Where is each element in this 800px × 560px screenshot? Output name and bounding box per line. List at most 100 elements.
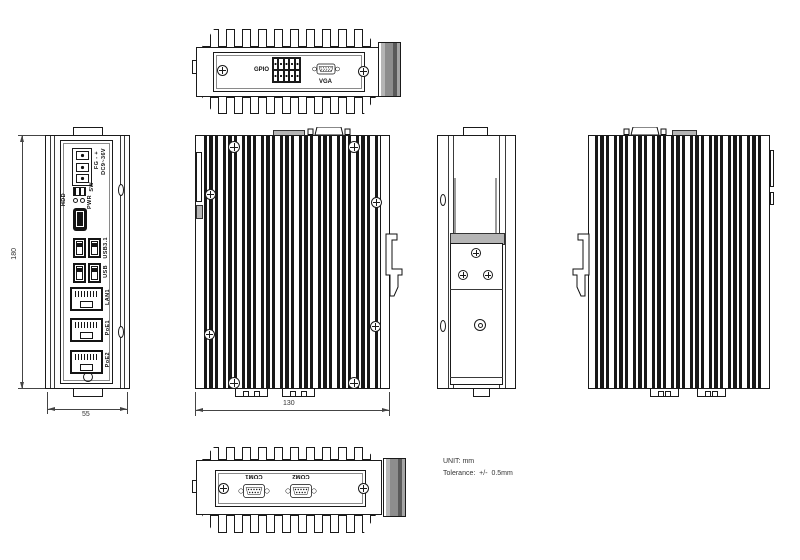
dim-width-text: 55 bbox=[82, 411, 90, 418]
heatsink-fins bbox=[595, 136, 763, 388]
screw-icon bbox=[371, 197, 382, 208]
lan1-port bbox=[70, 287, 103, 311]
left-side-fin-view bbox=[195, 127, 407, 407]
mount-slot bbox=[440, 320, 446, 332]
usb-port bbox=[73, 263, 86, 283]
com-connector-silhouette bbox=[650, 389, 679, 397]
mount-slot bbox=[118, 184, 124, 196]
dim-ext-line bbox=[389, 392, 390, 416]
com-connector-silhouette bbox=[235, 389, 268, 397]
gpio-terminal-block bbox=[272, 57, 301, 83]
com-connector-silhouette bbox=[282, 389, 315, 397]
dim-ext-line bbox=[18, 135, 45, 136]
top-connector-bump bbox=[73, 127, 103, 136]
power-rating-label: DC9~36V bbox=[101, 148, 107, 175]
screw-icon bbox=[205, 189, 216, 200]
usb-port bbox=[88, 263, 101, 283]
terminal-pin bbox=[75, 173, 89, 183]
dim-ext-line bbox=[195, 392, 196, 416]
heatsink-fins bbox=[204, 136, 381, 388]
screw-icon bbox=[348, 141, 360, 153]
dim-ext-line bbox=[18, 388, 45, 389]
edge-line bbox=[505, 136, 506, 388]
terminal-pin bbox=[283, 58, 290, 70]
gpio-label: GPIO bbox=[254, 67, 270, 73]
dim-line-depth bbox=[195, 410, 390, 411]
rivet-icon bbox=[474, 319, 486, 331]
dim-arrow bbox=[382, 408, 389, 412]
plate-line bbox=[450, 377, 503, 378]
com1-connector bbox=[238, 481, 270, 501]
bottom-connector-bump bbox=[73, 389, 103, 397]
remote-switch-label: SW bbox=[89, 182, 95, 192]
edge-line bbox=[50, 136, 51, 388]
pwr-led-indicator bbox=[80, 198, 85, 203]
din-rail-bracket-end bbox=[378, 42, 401, 97]
terminal-pin bbox=[289, 58, 295, 70]
dim-arrow bbox=[48, 407, 55, 411]
antenna-hole bbox=[83, 372, 93, 382]
tolerance-note: Tolerance: +/- 0.5mm bbox=[443, 470, 513, 477]
dim-arrow bbox=[20, 382, 24, 389]
poe1-port bbox=[70, 318, 103, 342]
fin-edge bbox=[495, 178, 497, 234]
rear-din-view bbox=[437, 127, 521, 407]
power-pins-label: FG - + bbox=[94, 151, 100, 170]
usb3-label: USB3.1 bbox=[103, 237, 109, 259]
dim-ext-line bbox=[47, 392, 48, 414]
dim-line-width bbox=[47, 409, 128, 410]
din-rail-clip bbox=[385, 233, 403, 297]
vga-label: VGA bbox=[319, 79, 333, 85]
din-rail-clip bbox=[572, 233, 590, 297]
side-connector-bump bbox=[192, 60, 197, 74]
din-rail-bracket-end bbox=[383, 458, 406, 517]
hdd-led-indicator bbox=[73, 198, 78, 203]
power-terminal-block bbox=[72, 148, 92, 186]
hdd-led-label: HDD bbox=[61, 193, 67, 207]
mount-slot bbox=[118, 326, 124, 338]
poe2-port bbox=[70, 350, 103, 374]
screw-icon bbox=[358, 483, 369, 494]
screw-icon bbox=[458, 270, 468, 280]
screw-icon bbox=[471, 248, 481, 258]
dim-ext-line bbox=[127, 392, 128, 414]
terminal-pin bbox=[283, 70, 290, 82]
side-connector-tab bbox=[770, 192, 774, 205]
lan1-label: LAN1 bbox=[105, 289, 111, 305]
dim-arrow bbox=[120, 407, 127, 411]
side-tab bbox=[196, 205, 203, 219]
dim-arrow bbox=[196, 408, 203, 412]
din-bracket-plate bbox=[450, 243, 503, 385]
unit-note: UNIT: mm bbox=[443, 458, 475, 465]
terminal-pin bbox=[278, 58, 284, 70]
poe2-label: PoE2 bbox=[105, 352, 111, 368]
screw-icon bbox=[228, 377, 240, 389]
dim-height-text: 180 bbox=[11, 248, 18, 260]
com2-connector bbox=[285, 481, 317, 501]
heatsink-fin-comb bbox=[202, 97, 376, 114]
poe1-label: PoE1 bbox=[105, 320, 111, 336]
screw-icon bbox=[358, 66, 369, 77]
vga-silhouette bbox=[307, 127, 351, 135]
terminal-pin bbox=[273, 70, 279, 82]
side-connector-tab bbox=[770, 150, 774, 187]
dim-arrow bbox=[20, 135, 24, 142]
terminal-pin bbox=[75, 162, 89, 172]
screw-icon bbox=[228, 141, 240, 153]
com2-label: COM2 bbox=[292, 473, 310, 479]
com1-label: COM1 bbox=[245, 473, 263, 479]
vga-connector bbox=[312, 61, 340, 77]
usb3-port bbox=[88, 238, 101, 258]
bottom-connector-bump bbox=[473, 389, 490, 397]
heatsink-fin-comb bbox=[202, 29, 376, 47]
side-connector-strip bbox=[196, 152, 202, 202]
edge-line bbox=[448, 136, 449, 388]
usb-label: USB bbox=[103, 265, 109, 278]
terminal-pin bbox=[294, 70, 300, 82]
pwr-led-label: PWR bbox=[87, 195, 93, 210]
screw-icon bbox=[218, 483, 229, 494]
vga-silhouette bbox=[623, 127, 667, 135]
edge-line bbox=[54, 136, 55, 388]
screw-icon bbox=[217, 65, 228, 76]
right-side-fin-view bbox=[571, 127, 786, 407]
